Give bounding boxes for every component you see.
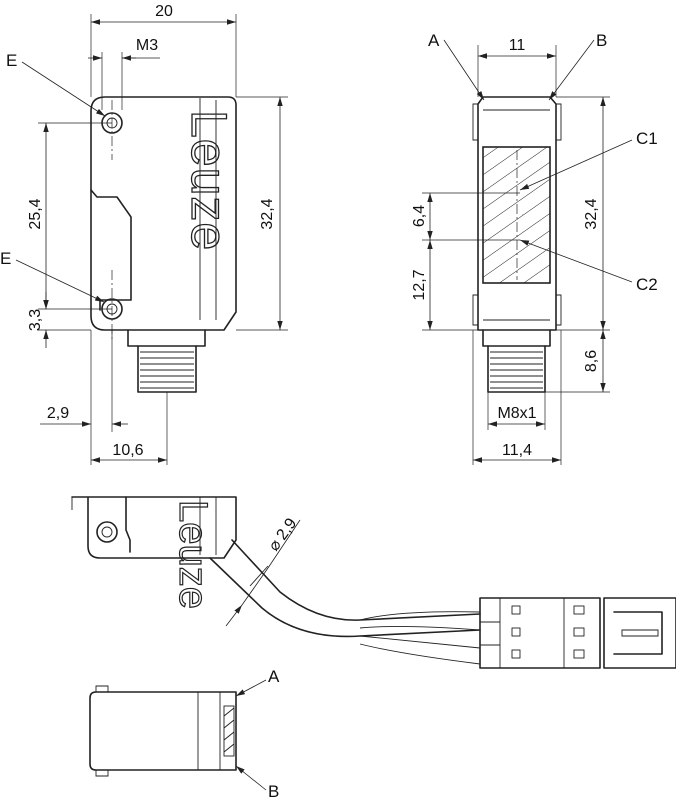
callout-e-top: E [6, 51, 17, 70]
dim-label-20: 20 [155, 3, 173, 20]
side-connector-thread [487, 345, 546, 393]
terminal-plug [603, 597, 676, 669]
cable-sheath-end [249, 565, 269, 587]
front-view: Leuze 20 M3 E E 32,4 25,4 [0, 3, 288, 465]
terminal-pin-1 [511, 605, 521, 615]
side-connector-base [482, 329, 551, 347]
dim-label-6-4: 6,4 [411, 205, 428, 227]
dim-label-11: 11 [509, 37, 526, 54]
dim-line-cable-diameter-ext [267, 519, 301, 569]
callout-a-bottom-leader [235, 679, 267, 697]
terminal-pin-2 [511, 627, 521, 637]
dim-label-3-3: 3,3 [27, 309, 44, 331]
front-housing-outline [90, 96, 237, 331]
cable-view-mounting-hole [96, 521, 118, 543]
dim-label-m3: M3 [136, 37, 158, 54]
cable-view-mounting-hole-inner [101, 526, 113, 538]
terminal-contact-2 [573, 627, 585, 637]
bottom-housing-lip [95, 685, 109, 777]
dim-label-25-4: 25,4 [27, 198, 44, 229]
bottom-optics-hatch [223, 707, 235, 753]
dim-line-cable-diameter [241, 567, 269, 606]
callout-b-bottom: B [268, 782, 279, 800]
bottom-view: A B [89, 667, 280, 800]
callout-e-bottom-leader [15, 259, 105, 303]
cable-view-window [125, 496, 131, 553]
terminal-pin-3 [511, 649, 521, 659]
terminal-contact-1 [573, 605, 585, 615]
dim-label-32-4-front: 32,4 [259, 198, 276, 229]
callout-c2: C2 [636, 275, 658, 294]
callout-c2-leader [519, 239, 633, 283]
front-housing-bevel [199, 98, 217, 320]
terminal-contact-3 [573, 649, 585, 659]
callout-b-bottom-leader [235, 765, 267, 791]
dim-label-m8x1: M8x1 [497, 405, 536, 422]
side-view: 11 A B C1 C2 32,4 6,4 12,7 8,6 M8x1 [411, 31, 658, 465]
cable-wires [359, 611, 481, 665]
callout-e-bottom: E [0, 249, 11, 268]
side-thread-lines [490, 351, 543, 389]
callout-a-bottom: A [268, 667, 280, 686]
front-thread-lines [140, 351, 194, 389]
cable-view-housing [71, 496, 237, 559]
cable-sheath [209, 539, 481, 638]
dim-label-2-9: 2,9 [47, 405, 69, 422]
front-optics-window [90, 189, 132, 311]
dim-label-cable-diameter: ⌀2,9 [265, 515, 300, 554]
side-housing-rails [472, 103, 562, 326]
dim-arrow-cable-diameter [225, 604, 243, 627]
callout-c1-leader [519, 139, 633, 191]
front-connector-base [127, 329, 206, 347]
dim-label-12-7: 12,7 [411, 269, 428, 300]
dim-label-8-6: 8,6 [583, 350, 600, 372]
callout-a-side: A [428, 31, 440, 50]
brand-logo-cable-view: Leuze [171, 500, 215, 609]
bottom-housing-outline [89, 691, 237, 771]
callout-c1: C1 [636, 129, 658, 148]
front-connector-thread [137, 345, 197, 393]
dim-label-10-6: 10,6 [112, 442, 143, 459]
callout-b-side-leader [548, 39, 595, 101]
brand-logo-front: Leuze [181, 110, 237, 251]
dim-label-32-4-side: 32,4 [583, 198, 600, 229]
callout-a-side-leader [443, 39, 485, 101]
bottom-optics-slot [223, 705, 235, 757]
cable-view: Leuze ⌀2,9 [71, 496, 676, 669]
terminal-plug-detail [621, 629, 659, 637]
callout-e-top-leader [21, 61, 106, 117]
dim-label-11-4: 11,4 [502, 442, 532, 459]
terminal-block [479, 597, 601, 669]
callout-b-side: B [596, 31, 607, 50]
optics-window [482, 146, 551, 284]
